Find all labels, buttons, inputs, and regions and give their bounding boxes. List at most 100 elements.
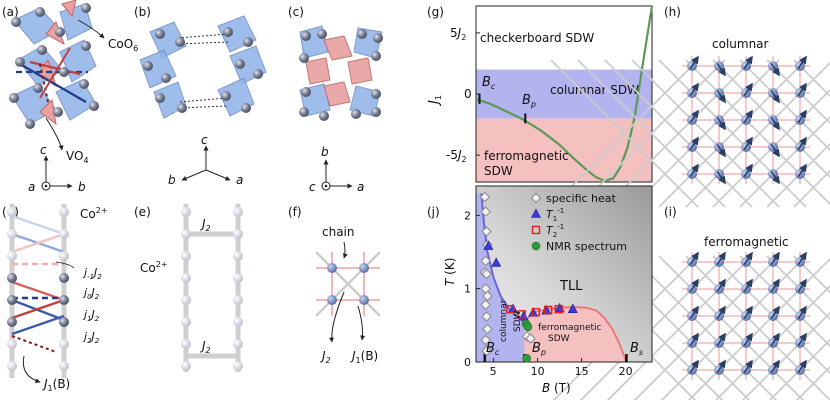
legend-marker-diamond: [530, 192, 542, 204]
spin-arrow: [689, 136, 699, 151]
spin-arrow: [770, 359, 780, 374]
spin-arrow: [743, 163, 753, 178]
lattice-diag: [633, 255, 780, 400]
data-point-diamond: [481, 226, 492, 237]
spin-arrow: [716, 278, 726, 293]
spin-arrow: [770, 332, 780, 347]
ferromagnetic-region: [524, 307, 627, 362]
axis-a-label: a: [28, 180, 35, 194]
Bc-label: Bc: [482, 75, 496, 91]
legend-label-T2: T2-1: [546, 223, 564, 239]
spin-arrow: [743, 136, 753, 151]
spin-arrow: [797, 163, 807, 178]
y-tick-label: 1: [464, 283, 471, 296]
data-point-diamond: [480, 334, 491, 346]
legend-marker-square: [531, 225, 541, 235]
lattice-diag: [631, 59, 780, 208]
x-tick-label: 5: [490, 365, 497, 378]
panel-b-structure: [139, 15, 267, 119]
axis-c-label: c: [201, 133, 208, 147]
axis-c-label: c: [309, 180, 316, 194]
y-tick-label-5J2: 5J2: [450, 26, 466, 42]
lattice-diag: [793, 169, 830, 208]
axis-a-label: a: [236, 173, 243, 187]
data-point-diamond: [479, 191, 491, 203]
vo4-label: VO4: [66, 149, 89, 165]
spin-arrow: [716, 332, 726, 347]
spin-arrow: [689, 251, 699, 266]
data-point-diamond: [525, 333, 536, 344]
spin-arrow: [797, 82, 807, 97]
data-point-square: [506, 305, 515, 314]
lattice-diag: [714, 284, 830, 400]
lattice-diag: [766, 142, 830, 208]
lattice-diag: [660, 255, 807, 400]
region-checkerboard: [476, 6, 652, 70]
data-point-diamond: [480, 206, 491, 217]
panel-c-axes: b c a: [309, 145, 364, 194]
lattice-diag: [793, 59, 830, 98]
axis-c-label: c: [40, 143, 47, 157]
phase-curve: [475, 5, 654, 182]
lattice-diag: [577, 59, 726, 208]
j0-J2-label: j0J2: [82, 286, 100, 301]
panel-j-label: (j): [427, 205, 440, 219]
data-point-diamond: [482, 290, 493, 302]
panel-e: (e) J2 Co2+ J2: [134, 204, 243, 372]
j-minus1-J2-label: j-1J2: [82, 266, 102, 281]
panel-i-label: (i): [664, 205, 677, 219]
lattice-diag: [685, 61, 830, 208]
spin-arrow: [743, 332, 753, 347]
spin-arrow: [716, 170, 726, 185]
panel-b-axes: c b a: [168, 133, 243, 187]
J2-top-label: J2: [200, 217, 211, 233]
columnar-boundary: [480, 193, 525, 323]
spin-arrow: [716, 116, 726, 131]
lattice-diag: [768, 338, 830, 400]
spin-arrow: [743, 278, 753, 293]
J2-bottom-label: J2: [200, 339, 211, 355]
lattice-diag: [795, 365, 830, 400]
j2-J2-label: j2J2: [82, 330, 100, 345]
spin-arrow: [689, 359, 699, 374]
panel-a: (a) CoO6 VO4: [2, 0, 138, 194]
legend-marker-triangle: [531, 208, 541, 218]
x-tick-label: 15: [575, 365, 589, 378]
x-tick-label: 20: [619, 365, 633, 378]
spin-arrow: [797, 278, 807, 293]
spin-arrow: [689, 109, 699, 124]
panel-c-structure: [299, 25, 383, 121]
ferro-sdw-label-line2: SDW: [548, 334, 570, 344]
lattice-diag: [741, 311, 830, 400]
spin-arrow: [770, 251, 780, 266]
spin-arrow: [716, 251, 726, 266]
axis-a-label: a: [357, 180, 364, 194]
legend-marker-circle: [531, 241, 541, 251]
ferro-label-line1: ferromagnetic: [484, 149, 569, 163]
y-tick-label: 0: [464, 356, 471, 369]
plot-frame: [475, 185, 653, 363]
data-point-diamond: [480, 255, 491, 267]
ferro-label-line2: SDW: [484, 164, 513, 178]
axis-b-label: b: [78, 180, 86, 194]
TLL-label: TLL: [559, 279, 583, 294]
spin-arrow: [689, 305, 699, 320]
columnar-sdw-label-line1: columnar: [499, 299, 509, 342]
spin-arrow: [770, 62, 780, 77]
spin-arrow: [716, 143, 726, 158]
ferromagnetic-boundary: [523, 305, 628, 363]
lattice-diag: [766, 255, 830, 321]
data-point-diamond: [480, 299, 491, 311]
ferro-sdw-label-line1: ferromagnetic: [538, 323, 602, 333]
lattice-diag: [550, 59, 699, 208]
data-point-circle: [522, 354, 531, 363]
panel-c-label: (c): [288, 5, 304, 19]
x-axis-label: B (T): [542, 381, 571, 395]
lattice-diag: [606, 255, 753, 400]
lattice-diag: [687, 257, 830, 400]
panel-h: (h) columnar: [550, 5, 830, 208]
spin-arrow: [770, 305, 780, 320]
lattice-diag: [658, 59, 807, 208]
